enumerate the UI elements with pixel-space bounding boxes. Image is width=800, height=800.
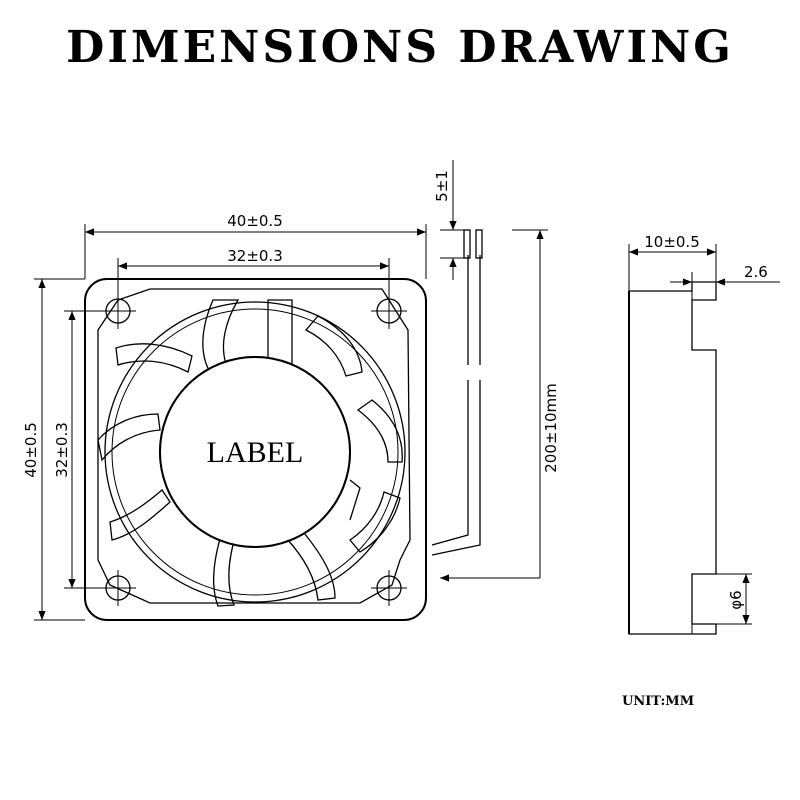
dim-thickness: 10±0.5: [628, 233, 717, 291]
wire-notch: [349, 479, 361, 521]
dim-width-outer-label: 40±0.5: [227, 212, 283, 230]
dim-cable-length: 200±10mm: [440, 229, 560, 582]
dim-thickness-label: 10±0.5: [644, 233, 700, 251]
fan-inner-frame: [97, 288, 411, 604]
fan-blade: [349, 491, 401, 553]
dim-wire-strip: 5±1: [433, 160, 464, 280]
dim-step: 2.6: [670, 263, 780, 286]
dim-cable-length-label: 200±10mm: [542, 383, 560, 473]
dim-width-holes: 32±0.3: [117, 247, 390, 311]
dim-step-label: 2.6: [744, 263, 768, 281]
hub-label: LABEL: [207, 436, 304, 469]
fan-blade: [115, 343, 193, 373]
fan-frame-outline: [84, 278, 427, 621]
dim-hole-dia-label: φ6: [727, 590, 745, 609]
fan-cable: [431, 229, 483, 556]
dim-height-outer-label: 40±0.5: [22, 422, 40, 478]
dim-width-outer: 40±0.5: [84, 212, 427, 279]
page-title: DIMENSIONS DRAWING: [66, 22, 734, 73]
fan-blade: [285, 527, 336, 601]
dim-width-holes-label: 32±0.3: [227, 247, 283, 265]
unit-label: UNIT:MM: [622, 694, 695, 709]
fan-blade: [213, 531, 237, 607]
fan-blade: [109, 489, 171, 541]
dim-height-holes: 32±0.3: [53, 310, 118, 589]
fan-shroud: [104, 301, 406, 603]
fan-blades: [97, 299, 403, 607]
fan-side-view: [628, 281, 717, 635]
dim-height-outer: 40±0.5: [22, 278, 85, 621]
fan-blade: [356, 399, 403, 463]
fan-front-view: LABEL: [84, 278, 427, 621]
fan-shroud-inner: [111, 308, 399, 596]
fan-blade: [304, 315, 363, 377]
fan-blade: [97, 413, 161, 462]
dim-hole-dia: φ6: [716, 573, 752, 625]
dim-height-holes-label: 32±0.3: [53, 422, 71, 478]
dim-wire-strip-label: 5±1: [433, 170, 451, 202]
